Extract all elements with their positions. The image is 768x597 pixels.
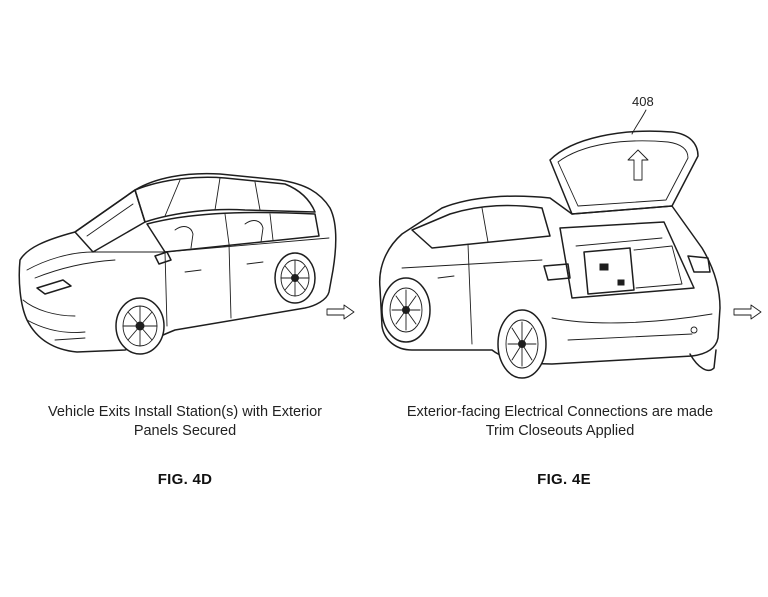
figure-4d-caption-line2: Panels Secured bbox=[20, 422, 350, 441]
figure-4e-caption-line1: Exterior-facing Electrical Connections a… bbox=[385, 403, 735, 422]
process-arrow-icon bbox=[326, 304, 356, 320]
figure-4d-caption-line1: Vehicle Exits Install Station(s) with Ex… bbox=[20, 403, 350, 422]
figure-4e-caption-line2: Trim Closeouts Applied bbox=[385, 422, 735, 441]
figure-4e-label: FIG. 4E bbox=[514, 471, 614, 488]
car-front-left-view-drawing bbox=[15, 160, 340, 365]
process-arrow-icon bbox=[733, 304, 763, 320]
figure-4d-label: FIG. 4D bbox=[135, 471, 235, 488]
car-rear-liftgate-open-drawing bbox=[372, 118, 732, 388]
figure-4e-caption: Exterior-facing Electrical Connections a… bbox=[385, 403, 735, 441]
figure-4d-caption: Vehicle Exits Install Station(s) with Ex… bbox=[20, 403, 350, 441]
reference-numeral-408: 408 bbox=[632, 94, 654, 109]
